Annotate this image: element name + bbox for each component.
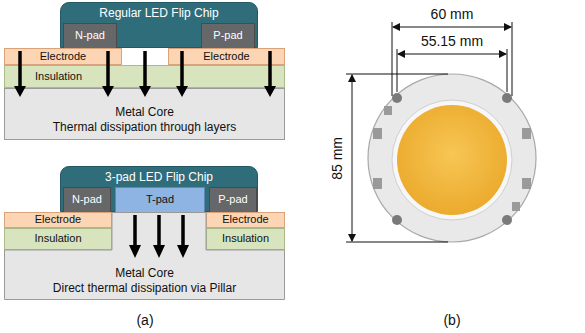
- solder-pad: [522, 178, 531, 189]
- dimension-line: [398, 54, 506, 55]
- heat-arrow: [181, 215, 185, 247]
- extension-line: [512, 22, 513, 96]
- mounting-hole: [502, 93, 512, 103]
- heat-arrow: [180, 51, 184, 88]
- p-pad: P-pad: [201, 23, 255, 49]
- heat-arrow: [157, 215, 161, 247]
- electrode-layer: Electrode: [4, 48, 122, 65]
- layer-name: P-pad: [218, 193, 247, 206]
- layer-note: Thermal dissipation through layers: [53, 120, 236, 134]
- n-pad: N-pad: [63, 187, 111, 213]
- board-disk: [368, 74, 536, 242]
- dimension-label: 60 mm: [431, 6, 474, 23]
- mounting-hole: [392, 215, 402, 225]
- layer-name: Metal Core: [115, 105, 174, 119]
- phosphor-area: [397, 105, 507, 215]
- arrow-head: [129, 245, 141, 258]
- heat-arrow: [268, 51, 272, 88]
- n-pad: N-pad: [63, 23, 117, 49]
- heat-arrow: [18, 51, 22, 88]
- layer-name: N-pad: [72, 193, 102, 206]
- heat-arrow: [106, 51, 110, 88]
- layer-name: Electrode: [40, 50, 86, 63]
- arrow-head: [264, 86, 276, 97]
- solder-pad: [522, 128, 531, 139]
- metal-core-shape: [5, 213, 285, 300]
- layer-note: Direct thermal dissipation via Pillar: [53, 281, 236, 295]
- insulation-layer: Insulation: [206, 228, 285, 250]
- layer-name: N-pad: [75, 29, 105, 42]
- arrow-head: [176, 86, 188, 97]
- mounting-hole: [392, 93, 402, 103]
- mounting-hole: [502, 215, 512, 225]
- p-pad: P-pad: [209, 187, 257, 213]
- solder-pad: [512, 202, 520, 211]
- solder-pad: [384, 106, 392, 115]
- arrow-head: [139, 86, 151, 97]
- layer-name: Electrode: [35, 213, 81, 226]
- layer-name: Metal Core: [115, 266, 174, 280]
- arrow-head: [177, 245, 189, 258]
- extension-line: [507, 49, 508, 92]
- layer-name: T-pad: [146, 193, 174, 206]
- extension-line: [346, 242, 448, 243]
- panel-label: (a): [136, 312, 153, 329]
- metal-core: Metal CoreThermal dissipation through la…: [4, 88, 285, 140]
- arrow-head: [102, 86, 114, 97]
- arrow-head: [14, 86, 26, 97]
- layer-name: Electrode: [222, 213, 268, 226]
- layer-name: Regular LED Flip Chip: [99, 6, 218, 20]
- layer-name: Insulation: [222, 232, 269, 245]
- electrode-layer: Electrode: [4, 212, 112, 228]
- electrode-layer: Electrode: [206, 212, 285, 228]
- insulation-layer: Insulation: [4, 228, 112, 250]
- led-flip-chip: 3-pad LED Flip ChipN-pad T-pad P-pad: [60, 166, 258, 212]
- layer-name: P-pad: [213, 29, 242, 42]
- dimension-line: [352, 75, 353, 241]
- arrow-head: [153, 245, 165, 258]
- layer-name: Electrode: [203, 50, 249, 63]
- dimension-label: 85 mm: [329, 137, 346, 180]
- heat-arrow: [143, 51, 147, 88]
- solder-pad: [373, 178, 382, 189]
- emitter-ring: [392, 100, 512, 220]
- dimension-line: [393, 27, 511, 28]
- panel-label: (b): [443, 312, 460, 329]
- layer-name: Insulation: [35, 70, 82, 83]
- t-pad: T-pad: [115, 187, 205, 213]
- led-flip-chip: Regular LED Flip ChipN-pad P-pad: [60, 2, 258, 48]
- insulation-layer: Insulation: [4, 65, 285, 88]
- electrode-layer: Electrode: [168, 48, 285, 65]
- extension-line: [346, 74, 448, 75]
- extension-line: [392, 22, 393, 96]
- extension-line: [397, 49, 398, 92]
- layer-name: Insulation: [34, 232, 81, 245]
- heat-arrow: [133, 215, 137, 247]
- layer-name: 3-pad LED Flip Chip: [105, 170, 213, 184]
- dimension-label: 55.15 mm: [421, 33, 483, 50]
- solder-pad: [373, 128, 382, 139]
